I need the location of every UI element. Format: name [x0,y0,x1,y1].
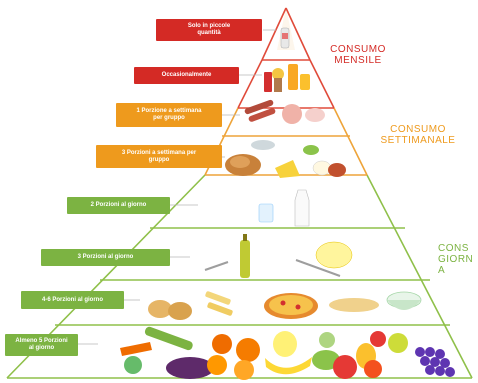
oil-icon [204,234,353,278]
label-4-6-portions-day: 4-6 Porzioni al giorno [21,291,124,309]
protein-foods-icon [225,140,346,178]
cured-meats-icon [244,99,325,124]
pyramid-outline [6,7,473,379]
dairy-icon [258,189,310,227]
sweets-icon [280,27,290,49]
snacks-icon [264,64,310,92]
label-2-portions-day: 2 Porzioni al giorno [67,197,170,214]
fruit-vegetables-icon [120,326,455,380]
label-occasionally: Occasionalmente [134,67,239,84]
category-daily: CONS GIORNA [438,243,474,276]
label-3-portions-week: 3 Porzioni a settimana per gruppo [96,145,222,168]
category-weekly: CONSUMO SETTIMANALE [380,124,456,146]
label-small-quantities: Solo in piccole quantità [156,19,262,41]
cereals-icon [148,291,422,320]
label-3-portions-day: 3 Porzioni al giorno [41,249,170,266]
category-monthly: CONSUMO MENSILE [330,44,386,66]
label-5-portions-day: Almeno 5 Porzioni al giorno [5,334,78,356]
label-1-portion-week: 1 Porzione a settimana per gruppo [116,103,222,127]
